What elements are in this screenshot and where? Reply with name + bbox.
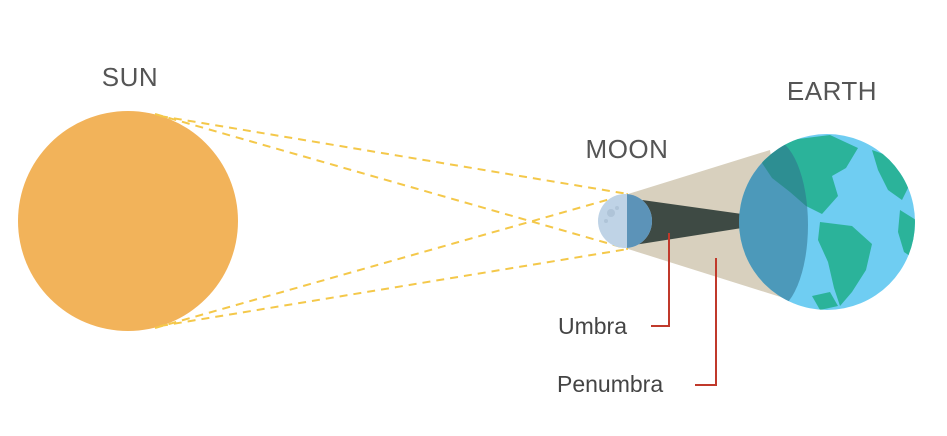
moon-label: MOON (586, 134, 669, 164)
moon-crater-1 (607, 209, 615, 217)
umbra-label: Umbra (558, 313, 627, 339)
sun-label: SUN (102, 62, 158, 92)
penumbra-callout-line (695, 258, 716, 385)
moon-crater-3 (604, 219, 608, 223)
penumbra-label: Penumbra (557, 371, 663, 397)
earth-label: EARTH (787, 76, 877, 106)
moon-crater-2 (615, 206, 619, 210)
sun (18, 111, 238, 331)
